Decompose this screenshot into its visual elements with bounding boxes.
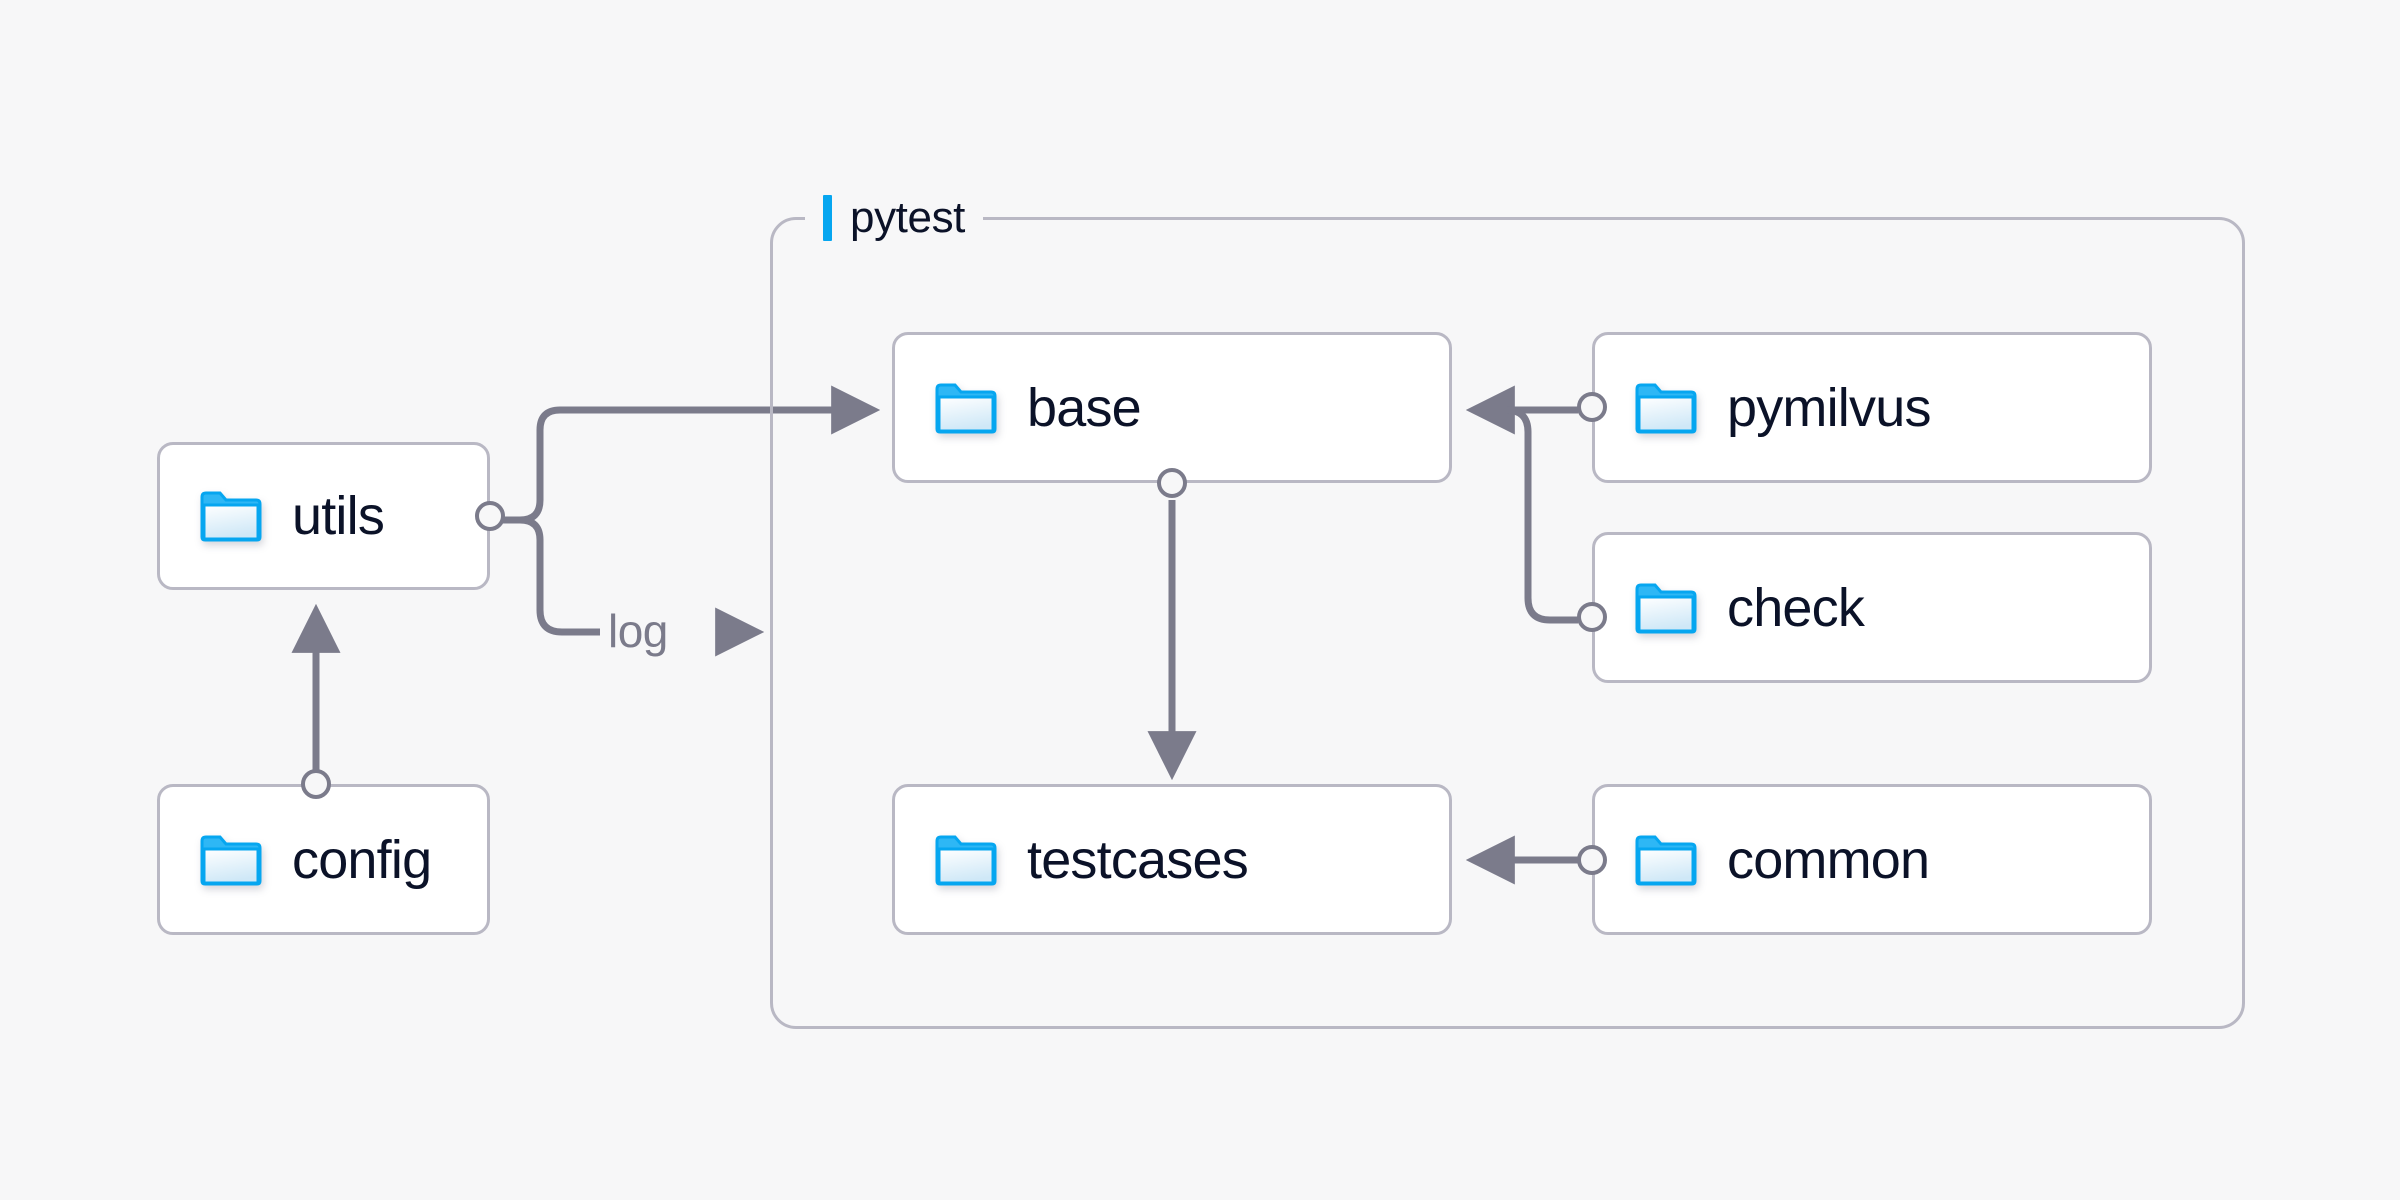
port-utils-right[interactable] bbox=[475, 501, 505, 531]
port-config-top[interactable] bbox=[301, 769, 331, 799]
folder-icon bbox=[1635, 833, 1697, 887]
group-accent-bar bbox=[823, 195, 832, 241]
group-pytest-label: pytest bbox=[805, 190, 983, 246]
node-label: check bbox=[1727, 577, 1865, 638]
port-common-left[interactable] bbox=[1577, 845, 1607, 875]
node-label: common bbox=[1727, 829, 1930, 890]
node-common[interactable]: common bbox=[1592, 784, 2152, 935]
folder-icon bbox=[935, 381, 997, 435]
edge-label-log: log bbox=[608, 605, 668, 657]
node-label: base bbox=[1027, 377, 1142, 438]
node-label: config bbox=[292, 829, 432, 890]
node-config[interactable]: config bbox=[157, 784, 490, 935]
folder-icon bbox=[200, 489, 262, 543]
node-utils[interactable]: utils bbox=[157, 442, 490, 590]
folder-icon bbox=[200, 833, 262, 887]
node-label: testcases bbox=[1027, 829, 1249, 890]
node-pymilvus[interactable]: pymilvus bbox=[1592, 332, 2152, 483]
group-pytest[interactable] bbox=[770, 217, 2245, 1029]
node-base[interactable]: base bbox=[892, 332, 1452, 483]
group-label-text: pytest bbox=[850, 193, 965, 242]
port-pymilvus-left[interactable] bbox=[1577, 392, 1607, 422]
folder-icon bbox=[935, 833, 997, 887]
folder-icon bbox=[1635, 381, 1697, 435]
node-label: pymilvus bbox=[1727, 377, 1931, 438]
node-testcases[interactable]: testcases bbox=[892, 784, 1452, 935]
folder-icon bbox=[1635, 581, 1697, 635]
node-label: utils bbox=[292, 486, 385, 546]
port-base-bottom[interactable] bbox=[1157, 468, 1187, 498]
edge-utils-log-stub bbox=[490, 516, 600, 636]
node-check[interactable]: check bbox=[1592, 532, 2152, 683]
port-check-left[interactable] bbox=[1577, 602, 1607, 632]
